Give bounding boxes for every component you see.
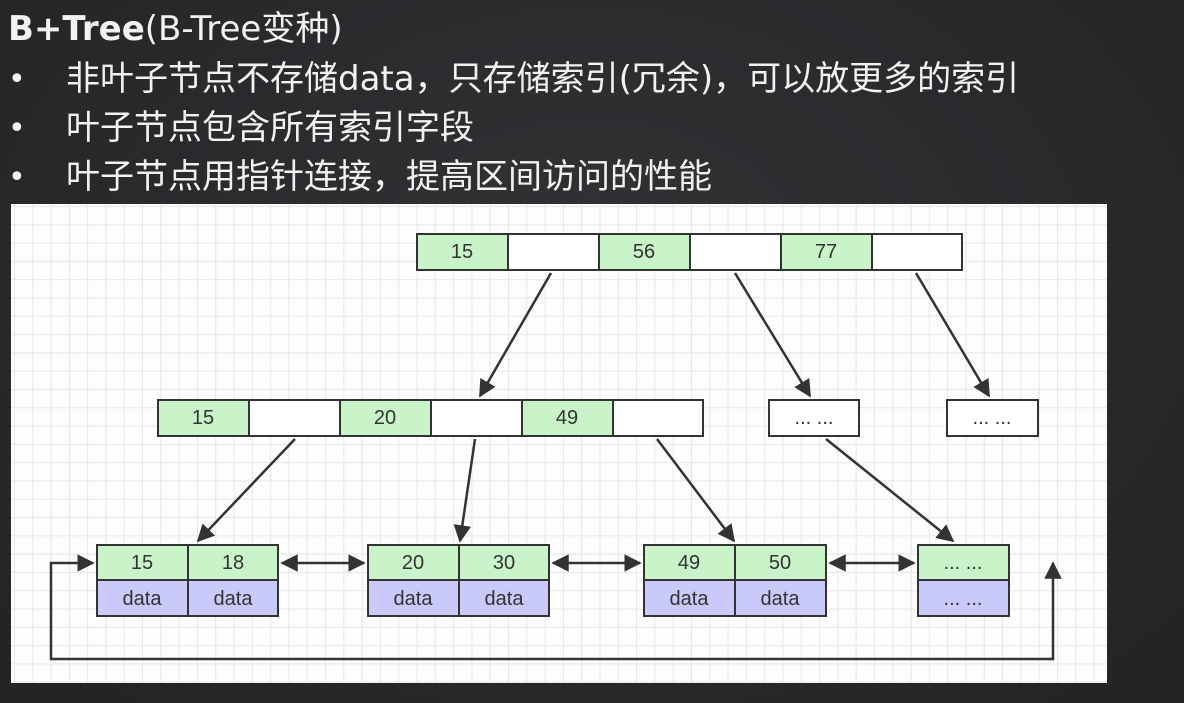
leaf-data-label: data [123,588,163,610]
pointer-arrows [196,272,991,543]
bullet-item: • 叶子节点包含所有索引字段 [8,104,1019,153]
internal-pointer-cell [612,399,704,437]
title-main: B+Tree [8,9,145,49]
placeholder-node: ... ... [768,399,860,437]
leaf-data-label: data [761,588,801,610]
leaf-link-arrows [49,554,1062,661]
internal-pointer-cell [248,399,341,437]
bplus-tree-diagram: 15 56 77 15 20 49 ... ... ... ... 15 18 … [11,204,1107,683]
leaf-data-label: ... ... [944,588,983,610]
root-pointer-cell [871,233,963,271]
internal-key-cell [521,399,614,437]
bullet-list: • 非叶子节点不存储data，只存储索引(冗余)，可以放更多的索引 • 叶子节点包含… [8,55,1019,202]
bullet-dot: • [8,111,26,146]
leaf-key-label: ... ... [944,552,983,574]
leaf-data-label: data [670,588,710,610]
root-key-label: 15 [451,241,473,263]
internal-key-cell [339,399,432,437]
leaf-key-label: 15 [131,552,153,574]
root-pointer-cell [507,233,600,271]
leaf-key-label: 20 [402,552,424,574]
bullet-dot: • [8,62,26,97]
internal-pointer-cell [430,399,523,437]
placeholder-node: ... ... [946,399,1039,437]
bullet-text: 非叶子节点不存储data，只存储索引(冗余)，可以放更多的索引 [66,59,1020,99]
internal-key-label: 15 [192,407,214,429]
leaf-data-label: data [394,588,434,610]
leaf-page: 49 50 data data [643,544,827,617]
leaf-page: 20 30 data data [367,544,550,617]
root-key-cell [416,233,509,271]
bullet-text: 叶子节点用指针连接，提高区间访问的性能 [66,157,712,197]
root-key-label: 77 [815,241,837,263]
leaf-key-label: 18 [222,552,244,574]
bullet-item: • 非叶子节点不存储data，只存储索引(冗余)，可以放更多的索引 [8,55,1019,104]
root-pointer-cell [689,233,782,271]
bullet-dot: • [8,160,26,195]
root-key-label: 56 [633,241,655,263]
title-sub: (B-Tree变种) [144,9,343,49]
root-node: 15 56 77 [416,233,963,271]
slide-title: B+Tree(B-Tree变种) [8,6,343,52]
tree-svg: 15 56 77 15 20 49 ... ... ... ... 15 18 … [49,233,1062,661]
leaf-data-label: data [485,588,525,610]
leaf-page: 15 18 data data [96,544,279,617]
leaf-page: ... ... ... ... [917,544,1010,617]
root-key-cell [780,233,873,271]
placeholder-label: ... ... [795,407,834,429]
placeholder-label: ... ... [973,407,1012,429]
internal-key-label: 49 [556,407,578,429]
leaf-key-label: 49 [678,552,700,574]
bullet-item: • 叶子节点用指针连接，提高区间访问的性能 [8,153,1019,202]
bullet-text: 叶子节点包含所有索引字段 [66,108,474,148]
root-key-cell [598,233,691,271]
leaf-data-label: data [214,588,254,610]
leaf-key-label: 50 [769,552,791,574]
internal-node: 15 20 49 [157,399,704,437]
internal-key-label: 20 [374,407,396,429]
leaf-key-label: 30 [493,552,515,574]
